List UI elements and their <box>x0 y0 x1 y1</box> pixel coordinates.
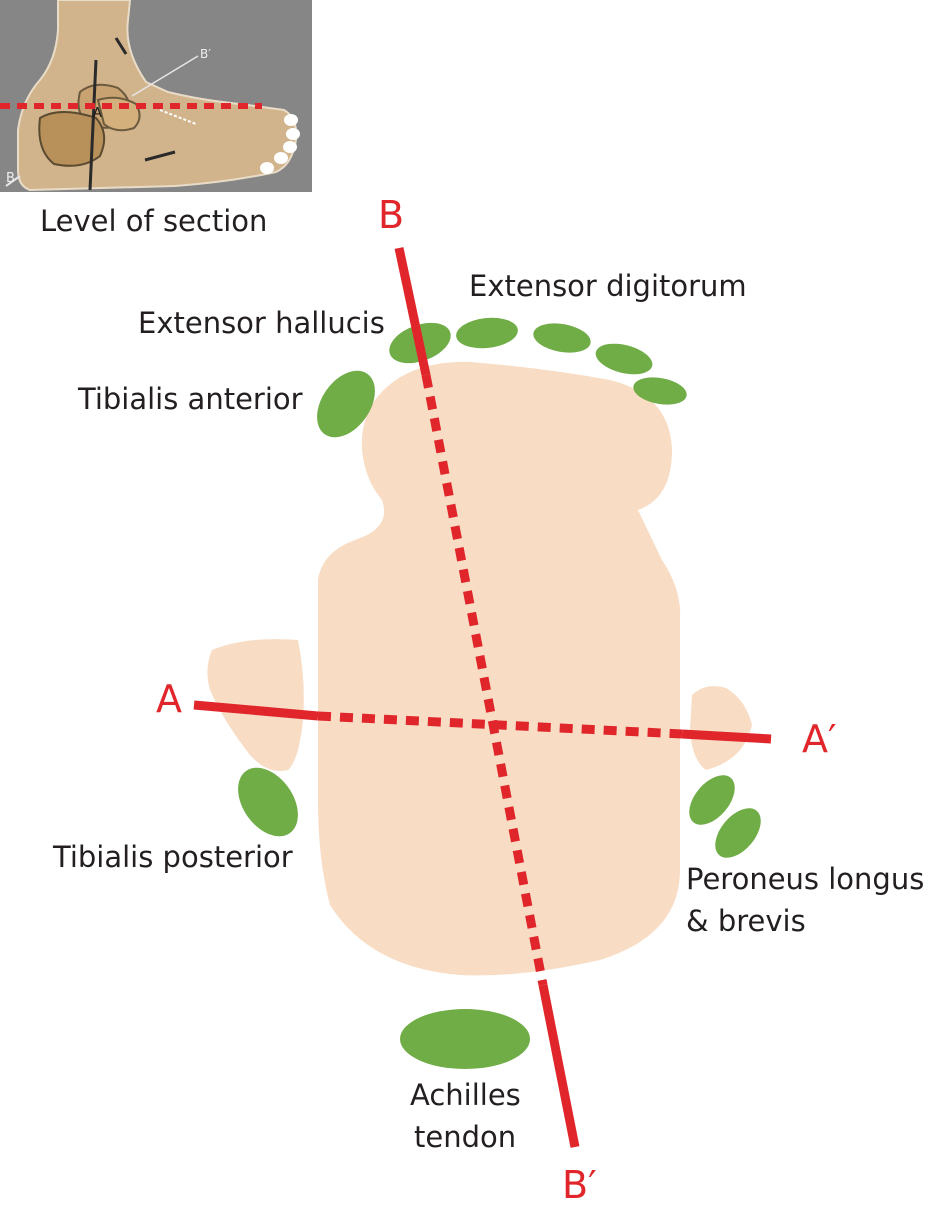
medial-malleolus-bone <box>207 639 304 771</box>
extensor-digitorum-tendon-3 <box>595 343 653 375</box>
inset-bones <box>38 83 141 167</box>
inset-label-b: B <box>6 171 15 186</box>
extensor-digitorum-tendon-4 <box>633 377 687 405</box>
tibialis-anterior-tendon <box>317 370 375 438</box>
section-b-solid-bottom <box>538 984 580 1148</box>
tibialis-posterior-tendon <box>238 767 298 837</box>
section-lines <box>193 247 772 1148</box>
label-extensor-hallucis: Extensor hallucis <box>138 306 385 340</box>
section-a-solid-right <box>681 729 772 744</box>
inset-caption: Level of section <box>40 204 267 238</box>
inset-label-a: A <box>93 106 102 121</box>
peroneus-brevis-tendon <box>715 808 761 858</box>
label-tibialis-posterior: Tibialis posterior <box>52 840 293 874</box>
achilles-tendon <box>400 1009 530 1069</box>
tendons <box>238 317 761 1069</box>
lateral-malleolus-bone <box>690 686 752 770</box>
axis-label-a: A <box>156 677 182 721</box>
section-b-solid-top <box>394 247 431 376</box>
axis-label-b: B <box>378 193 404 237</box>
label-peroneus-line1: Peroneus longus <box>686 862 924 896</box>
inset-label-b-prime: B′ <box>200 47 211 61</box>
section-a-dashed <box>317 711 683 739</box>
label-peroneus-line2: & brevis <box>686 904 806 938</box>
label-achilles-line1: Achilles <box>410 1078 521 1112</box>
section-b-dashed <box>421 374 548 986</box>
label-achilles-line2: tendon <box>414 1120 516 1154</box>
inset-section-lines <box>5 37 199 191</box>
axis-label-b-prime: B′ <box>562 1163 597 1207</box>
label-tibialis-anterior: Tibialis anterior <box>77 382 303 416</box>
talus-and-calcaneus-bone <box>318 361 681 976</box>
peroneus-longus-tendon <box>689 775 735 825</box>
inset-toes <box>260 114 300 174</box>
section-a-solid-left <box>193 700 319 721</box>
extensor-digitorum-tendon-1 <box>456 317 518 349</box>
bones <box>207 361 752 976</box>
label-extensor-digitorum: Extensor digitorum <box>469 269 747 303</box>
inset-level-of-section: A B′ B <box>0 0 312 192</box>
extensor-digitorum-tendon-2 <box>533 323 591 353</box>
axis-label-a-prime: A′ <box>802 717 837 761</box>
